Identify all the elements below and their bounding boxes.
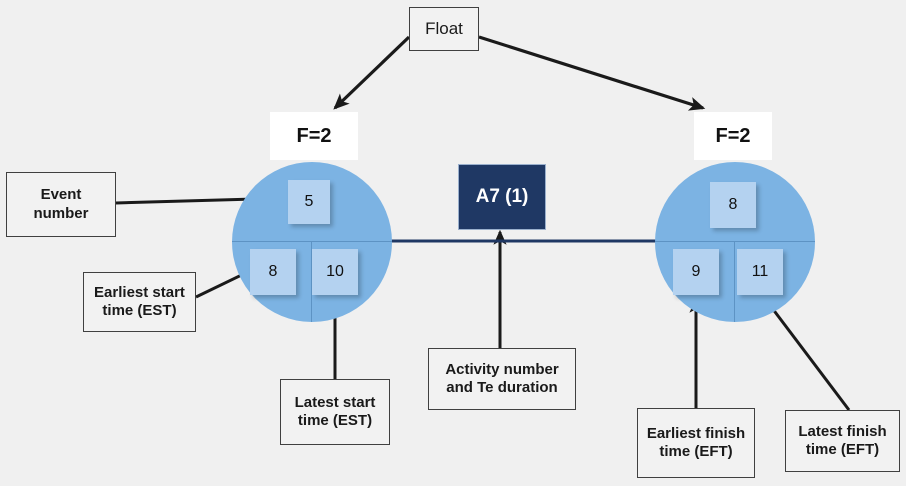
connector-latest-finish [761,294,851,411]
left-node-latest-start-tile: 10 [312,249,358,295]
callout-activity-number-label: Activity number and Te duration [445,360,559,396]
callout-earliest-finish: Earliest finish time (EFT) [637,408,755,478]
activity-label-value: A7 (1) [475,186,529,207]
left-latest-start-value: 10 [326,263,344,280]
left-node-earliest-start-tile: 8 [250,249,296,295]
right-circle-vertical-divider [734,241,735,322]
callout-earliest-finish-label: Earliest finish time (EFT) [646,424,746,460]
callout-earliest-start: Earliest start time (EST) [83,272,196,332]
left-circle-vertical-divider [311,241,312,322]
right-node-event-number-tile: 8 [710,182,756,228]
float-box: Float [409,7,479,51]
callout-latest-start-label: Latest start time (EST) [294,393,376,429]
callout-latest-finish: Latest finish time (EFT) [785,410,900,472]
left-circle-horizontal-divider [232,241,392,242]
callout-latest-start: Latest start time (EST) [280,379,390,445]
right-node-latest-finish-tile: 11 [737,249,783,295]
left-node-event-number-tile: 5 [288,180,330,224]
right-node-float-label: F=2 [694,112,772,160]
right-float-value: F=2 [715,124,751,147]
callout-event-number-label: Event number [33,186,89,222]
connector-float-to-left [333,35,411,110]
callout-event-number: Event number [6,172,116,237]
float-box-label: Float [425,18,463,38]
connector-float-to-right [478,35,706,111]
activity-label-box: A7 (1) [458,164,546,230]
callout-activity-number: Activity number and Te duration [428,348,576,410]
right-latest-finish-value: 11 [751,263,769,280]
left-node-float-label: F=2 [270,112,358,160]
callout-earliest-start-label: Earliest start time (EST) [94,283,185,319]
left-event-number-value: 5 [304,193,314,210]
callout-latest-finish-label: Latest finish time (EFT) [798,422,887,458]
right-event-number-value: 8 [728,196,738,213]
left-earliest-start-value: 8 [268,263,278,280]
left-float-value: F=2 [296,124,332,147]
right-circle-horizontal-divider [655,241,815,242]
right-node-earliest-finish-tile: 9 [673,249,719,295]
right-earliest-finish-value: 9 [691,263,701,280]
